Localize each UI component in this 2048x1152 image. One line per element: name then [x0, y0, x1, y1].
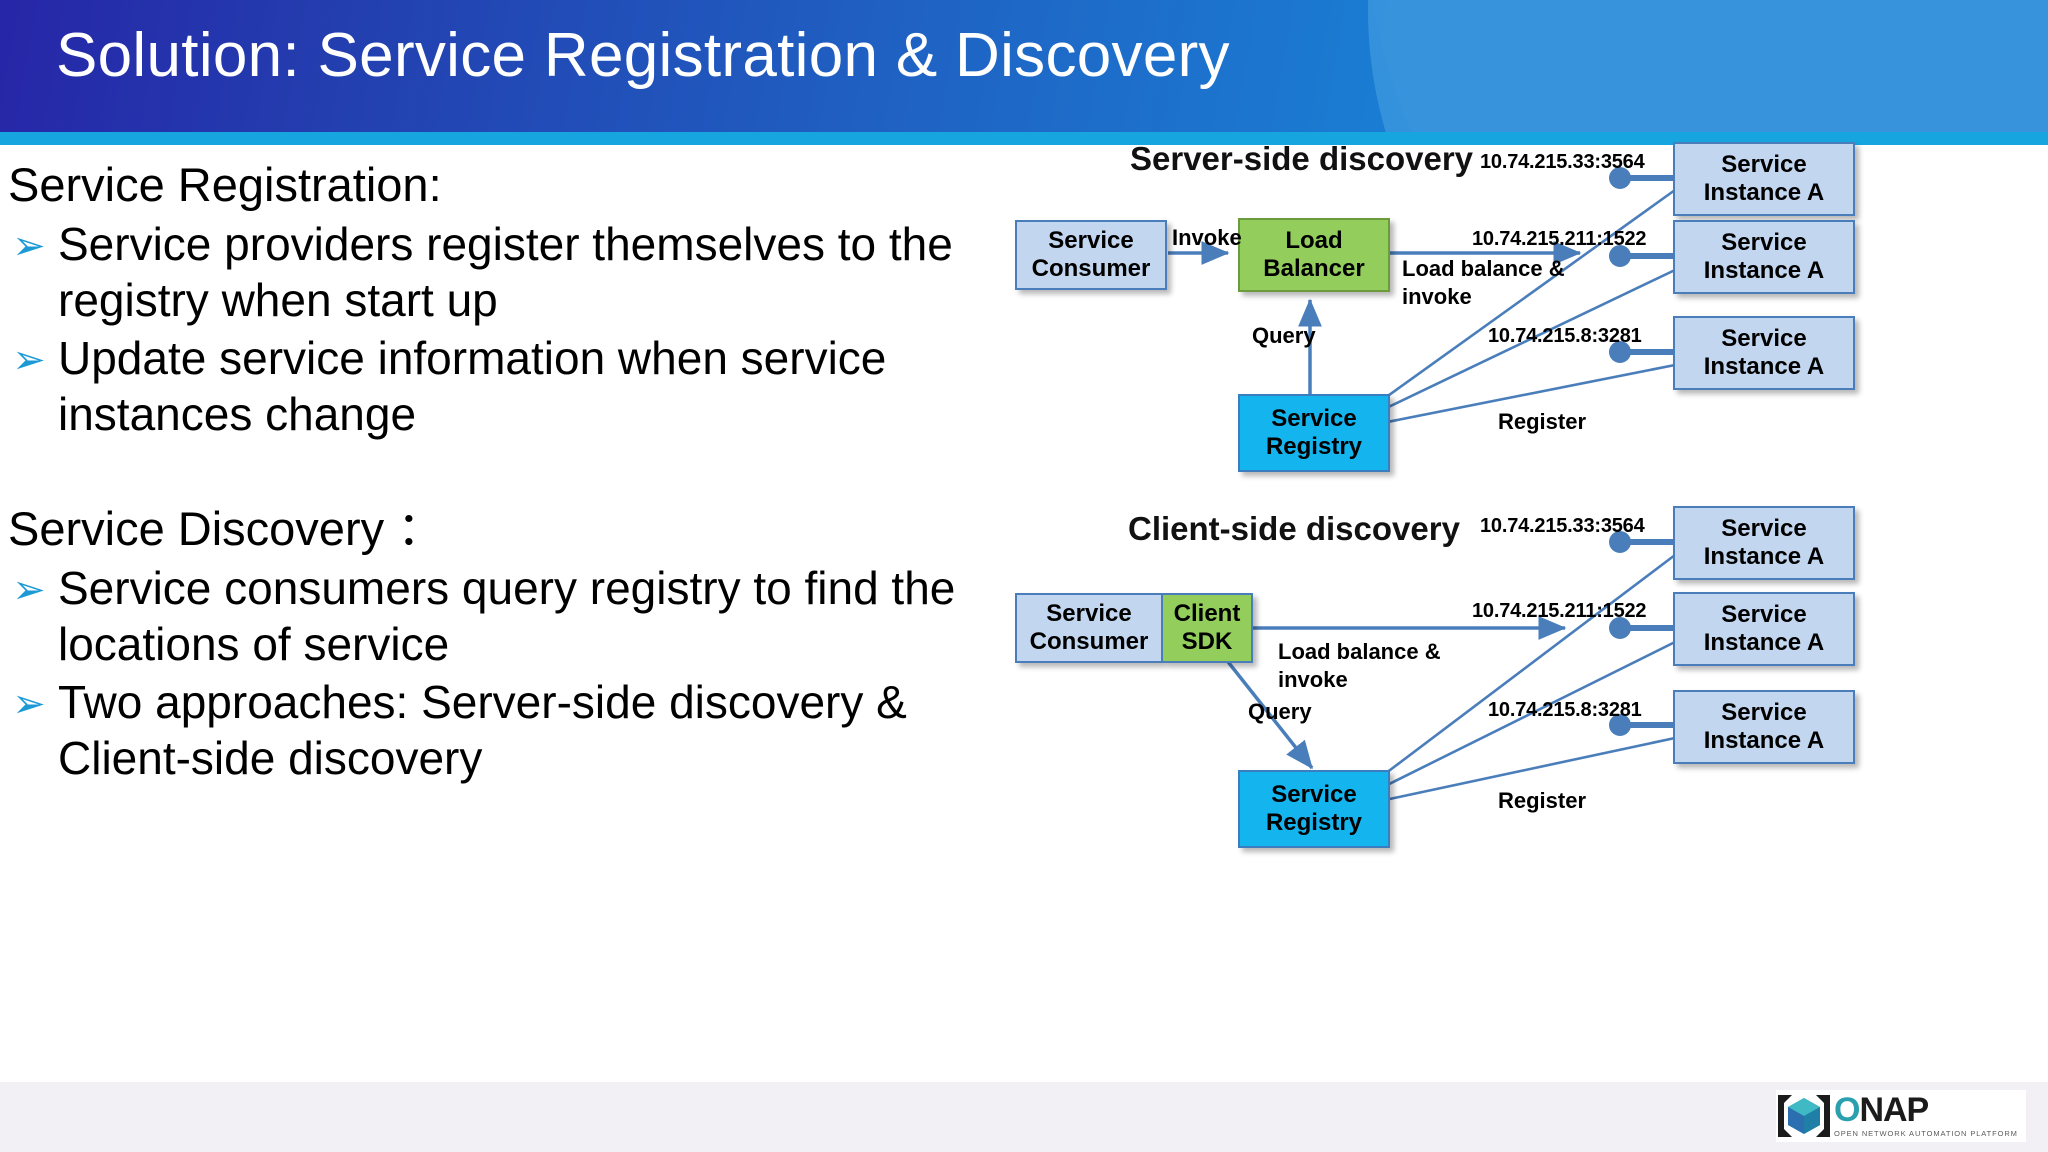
bullet-text: Two approaches: Server-side discovery & … [58, 676, 907, 785]
node-label-line1: Load [1285, 226, 1343, 254]
onap-word: ONAP [1834, 1091, 2018, 1130]
section-heading: Service Registration: [8, 158, 442, 211]
node-label-line2: Registry [1265, 433, 1363, 460]
footer-bar: ONAP OPEN NETWORK AUTOMATION PLATFORM [0, 1082, 2048, 1152]
node-label-line1: Service [1048, 226, 1134, 254]
diagram-area: Server-side discovery Service Consumer L… [1015, 140, 2048, 1080]
node-service-instance-a-2[interactable]: Service Instance A [1673, 220, 1855, 294]
node-label-line1: Service [1271, 780, 1357, 808]
onap-tagline: OPEN NETWORK AUTOMATION PLATFORM [1834, 1128, 2018, 1138]
title-banner: Solution: Service Registration & Discove… [0, 0, 2048, 132]
node-label-line1: Service [1721, 698, 1807, 726]
node-service-registry-server[interactable]: Service Registry [1238, 394, 1390, 472]
node-service-instance-a-4[interactable]: Service Instance A [1673, 506, 1855, 580]
node-label-line1: Service [1721, 228, 1807, 256]
edge-label-load-balance-invoke-client: Load balance & invoke [1278, 639, 1441, 692]
client-side-discovery-title: Client-side discovery [1128, 510, 1460, 547]
section-service-discovery: Service Discovery ： ➢ Service consumers … [0, 504, 1020, 786]
section-spacer [0, 444, 1020, 504]
node-label-line2: Registry [1265, 809, 1363, 836]
bullet-text: Service consumers query registry to find… [58, 562, 956, 671]
node-label-line2: Instance A [1703, 179, 1825, 206]
node-service-instance-a-1[interactable]: Service Instance A [1673, 142, 1855, 216]
node-label-line1: Service [1721, 150, 1807, 178]
edge-label-register: Register [1498, 409, 1587, 434]
node-service-instance-a-5[interactable]: Service Instance A [1673, 592, 1855, 666]
onap-hexagon-icon [1778, 1095, 1830, 1137]
bullet-text: Service providers register themselves to… [58, 217, 953, 326]
node-label-line2: Balancer [1263, 255, 1365, 282]
bullet-arrow-icon: ➢ [12, 338, 46, 383]
node-label-line2: Instance A [1703, 727, 1825, 754]
node-service-instance-a-6[interactable]: Service Instance A [1673, 690, 1855, 764]
onap-wordmark: ONAP OPEN NETWORK AUTOMATION PLATFORM [1834, 1091, 2018, 1138]
list-item: ➢ Two approaches: Server-side discovery … [0, 674, 1020, 786]
node-label-line1: Service [1046, 599, 1132, 627]
ip-label-instance-3: 10.74.215.8:3281 [1488, 325, 1642, 347]
node-service-consumer-client[interactable]: Service Consumer [1015, 593, 1163, 663]
node-label-line2: SDK [1181, 628, 1233, 655]
edge-label-query-client: Query [1248, 699, 1312, 724]
bullet-arrow-icon: ➢ [12, 568, 46, 613]
banner-swoosh-front [1368, 0, 2048, 132]
edge-label-load-balance-invoke: Load balance & invoke [1402, 256, 1565, 309]
node-label-line2: Instance A [1703, 543, 1825, 570]
list-item: ➢ Service providers register themselves … [0, 216, 1020, 328]
onap-letter-o: O [1834, 1091, 1860, 1130]
onap-letters-nap: NAP [1859, 1091, 1929, 1130]
node-label-line2: Consumer [1029, 628, 1149, 655]
node-service-consumer-server[interactable]: Service Consumer [1015, 220, 1167, 290]
edge-label-query: Query [1252, 323, 1316, 348]
node-label-line2: Instance A [1703, 629, 1825, 656]
section-service-registration: Service Registration: ➢ Service provider… [0, 160, 1020, 442]
node-service-registry-client[interactable]: Service Registry [1238, 770, 1390, 848]
node-label-line2: Instance A [1703, 257, 1825, 284]
onap-logo: ONAP OPEN NETWORK AUTOMATION PLATFORM [1776, 1090, 2026, 1142]
edge-label-register-client: Register [1498, 788, 1587, 813]
node-label-line1: Client [1173, 599, 1241, 627]
banner-underline [0, 132, 2048, 145]
node-label-line1: Service [1721, 324, 1807, 352]
node-client-sdk[interactable]: Client SDK [1163, 593, 1253, 663]
bullet-text: Update service information when service … [58, 332, 887, 441]
list-item: ➢ Service consumers query registry to fi… [0, 560, 1020, 672]
ip-label-instance-4: 10.74.215.33:3564 [1480, 515, 1645, 537]
bullet-arrow-icon: ➢ [12, 223, 46, 268]
ip-label-instance-2: 10.74.215.211:1522 [1472, 228, 1647, 250]
section-heading: Service Discovery ： [8, 502, 445, 556]
node-label-line1: Service [1721, 600, 1807, 628]
content-column: Service Registration: ➢ Service provider… [0, 160, 1020, 789]
ip-label-instance-1: 10.74.215.33:3564 [1480, 151, 1645, 173]
node-label-line1: Service [1721, 514, 1807, 542]
edge-label-invoke: Invoke [1172, 225, 1242, 250]
page-title: Solution: Service Registration & Discove… [56, 21, 1230, 90]
node-service-instance-a-3[interactable]: Service Instance A [1673, 316, 1855, 390]
ip-label-instance-5: 10.74.215.211:1522 [1472, 600, 1647, 622]
node-label-line2: Consumer [1031, 255, 1151, 282]
ip-label-instance-6: 10.74.215.8:3281 [1488, 699, 1642, 721]
bullet-arrow-icon: ➢ [12, 682, 46, 727]
node-label-line1: Service [1271, 404, 1357, 432]
node-label-line2: Instance A [1703, 353, 1825, 380]
node-load-balancer[interactable]: Load Balancer [1238, 218, 1390, 292]
list-item: ➢ Update service information when servic… [0, 330, 1020, 442]
server-side-discovery-title: Server-side discovery [1130, 140, 1474, 177]
